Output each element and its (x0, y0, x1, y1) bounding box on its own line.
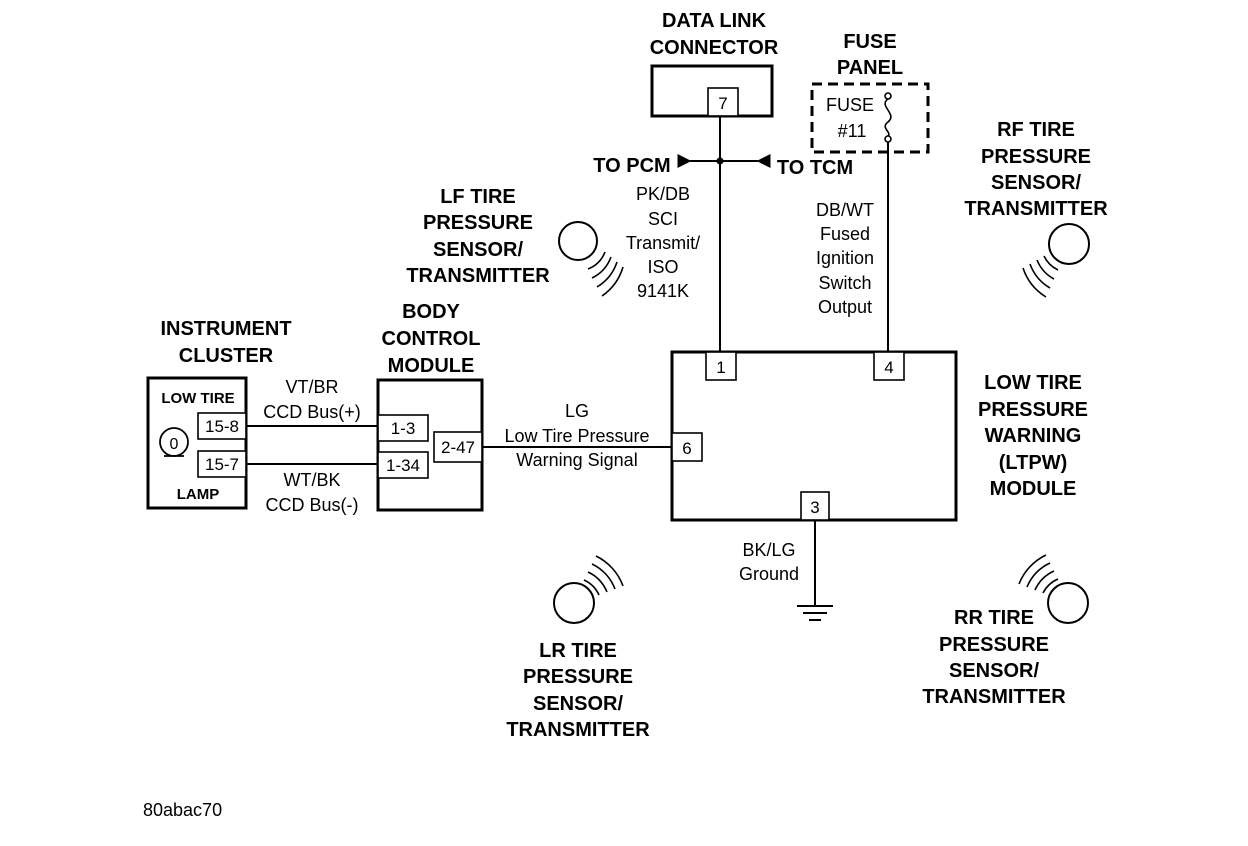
rr-sensor-title-3: SENSOR/ (949, 660, 1039, 682)
rf-sensor-title-4: TRANSMITTER (964, 198, 1108, 220)
lr-sensor-title-1: LR TIRE (539, 640, 617, 662)
lf-sensor-title-4: TRANSMITTER (406, 265, 550, 287)
ccd-minus-desc: CCD Bus(-) (266, 495, 359, 515)
lf-tire-sensor: LF TIRE PRESSURE SENSOR/ TRANSMITTER (406, 186, 624, 297)
lr-sensor-title-3: SENSOR/ (533, 693, 623, 715)
sci-wire-desc-2: Transmit/ (626, 233, 700, 253)
data-link-connector: DATA LINK CONNECTOR 7 (650, 10, 779, 118)
low-tire-lamp-label-2: LAMP (177, 486, 220, 503)
instrument-cluster-title: INSTRUMENT (160, 318, 291, 340)
fuse-panel-box (810, 82, 930, 154)
rf-tire-sensor: RF TIRE PRESSURE SENSOR/ TRANSMITTER (964, 119, 1108, 298)
ltpw-module: 1 4 6 3 LOW TIRE PRESSURE WARNING (LTPW)… (670, 350, 1088, 522)
lr-tire-sensor: LR TIRE PRESSURE SENSOR/ TRANSMITTER (506, 555, 650, 741)
lr-sensor-title-2: PRESSURE (523, 666, 633, 688)
warning-wire-desc-2: Warning Signal (516, 450, 637, 470)
lf-sensor-title-2: PRESSURE (423, 212, 533, 234)
bcm-title-1: BODY (402, 301, 460, 323)
fuse-label: FUSE (826, 95, 874, 115)
rf-sensor-title-1: RF TIRE (997, 119, 1075, 141)
ltpw-title-3: WARNING (985, 425, 1082, 447)
ltpw-pin-6-label: 6 (682, 439, 691, 458)
to-tcm-label: TO TCM (777, 157, 853, 179)
lf-signal-waves-icon (587, 251, 624, 297)
sci-wire-labels: PK/DB SCI Transmit/ ISO 9141K (626, 184, 700, 301)
rr-sensor-title-1: RR TIRE (954, 607, 1034, 629)
fuse-panel-title-2: PANEL (837, 57, 903, 79)
dlc-pin-7 (707, 87, 739, 117)
ccd-plus-desc: CCD Bus(+) (263, 402, 361, 422)
lr-signal-waves-icon (583, 555, 624, 596)
warning-wire-desc-1: Low Tire Pressure (504, 426, 649, 446)
ground-wire-color: BK/LG (742, 540, 795, 560)
rr-signal-waves-icon (1018, 554, 1059, 594)
bcm-pin-1-3 (377, 414, 429, 442)
ground-wire-desc: Ground (739, 564, 799, 584)
rr-tire-sensor: RR TIRE PRESSURE SENSOR/ TRANSMITTER (922, 554, 1089, 708)
ground-symbol (797, 605, 833, 621)
cluster-pin-15-8-label: 15-8 (205, 417, 239, 436)
ignition-wire-labels: DB/WT Fused Ignition Switch Output (816, 200, 874, 317)
ignition-wire-desc-3: Switch (818, 273, 871, 293)
cluster-pin-15-8 (197, 412, 247, 440)
lf-sensor-title-1: LF TIRE (440, 186, 516, 208)
bcm-pin-1-34-label: 1-34 (386, 456, 420, 475)
bcm-pin-2-47-label: 2-47 (441, 438, 475, 457)
rf-sensor-title-3: SENSOR/ (991, 172, 1081, 194)
body-control-module: BODY CONTROL MODULE 1-3 1-34 2-47 (376, 301, 484, 512)
lf-sensor-icon (558, 221, 598, 261)
fuse-icon (884, 92, 892, 143)
ltpw-pin-3 (800, 491, 830, 521)
warning-wire-color: LG (565, 401, 589, 421)
ltpw-pin-1-label: 1 (716, 358, 725, 377)
ltpw-pin-4 (873, 351, 905, 381)
ltpw-title-1: LOW TIRE (984, 372, 1082, 394)
figure-id: 80abac70 (143, 800, 222, 820)
lr-sensor-title-4: TRANSMITTER (506, 719, 650, 741)
dlc-pin-7-label: 7 (718, 94, 727, 113)
instrument-cluster: INSTRUMENT CLUSTER LOW TIRE LAMP 0 15-8 … (146, 318, 292, 510)
fuse-panel-title: FUSE (843, 31, 896, 53)
rr-sensor-title-4: TRANSMITTER (922, 686, 1066, 708)
data-link-connector-title: DATA LINK (662, 10, 767, 32)
cluster-pin-15-7-label: 15-7 (205, 455, 239, 474)
ignition-wire-desc-1: Fused (820, 224, 870, 244)
low-tire-lamp-label: LOW TIRE (161, 390, 234, 407)
bcm-pin-1-34 (377, 451, 429, 479)
fuse-panel: FUSE PANEL FUSE #11 (810, 31, 930, 154)
bcm-title-2: CONTROL (382, 328, 481, 350)
rr-sensor-title-2: PRESSURE (939, 634, 1049, 656)
ignition-wire-color: DB/WT (816, 200, 874, 220)
rf-sensor-icon (1048, 223, 1090, 265)
splice-dot (716, 157, 724, 165)
rr-sensor-icon (1047, 582, 1089, 624)
sci-wire-color: PK/DB (636, 184, 690, 204)
tire-warning-glyph: 0 (170, 436, 179, 453)
sci-wire-desc-1: SCI (648, 209, 678, 229)
bcm-pin-1-3-label: 1-3 (391, 419, 416, 438)
data-link-connector-title-2: CONNECTOR (650, 37, 779, 59)
ltpw-title-4: (LTPW) (999, 452, 1068, 474)
ccd-plus-color: VT/BR (285, 377, 338, 397)
ltpw-title-5: MODULE (990, 478, 1077, 500)
ignition-wire-desc-2: Ignition (816, 248, 874, 268)
fuse-number: #11 (838, 121, 867, 141)
lf-sensor-title-3: SENSOR/ (433, 239, 523, 261)
lr-sensor-icon (553, 582, 595, 624)
ignition-wire-desc-4: Output (818, 297, 872, 317)
bcm-title-3: MODULE (388, 355, 475, 377)
ltpw-title-2: PRESSURE (978, 399, 1088, 421)
to-pcm-label: TO PCM (593, 155, 670, 177)
sci-wire-desc-3: ISO (647, 257, 678, 277)
rf-signal-waves-icon (1022, 255, 1059, 298)
sci-wire-desc-4: 9141K (637, 281, 689, 301)
ltpw-pin-3-label: 3 (810, 498, 819, 517)
ltpw-pin-4-label: 4 (884, 358, 893, 377)
rf-sensor-title-2: PRESSURE (981, 146, 1091, 168)
instrument-cluster-title-2: CLUSTER (179, 345, 274, 367)
ltpw-pin-1 (705, 351, 737, 381)
ccd-minus-color: WT/BK (284, 470, 341, 490)
tire-warning-icon: 0 (159, 427, 189, 457)
